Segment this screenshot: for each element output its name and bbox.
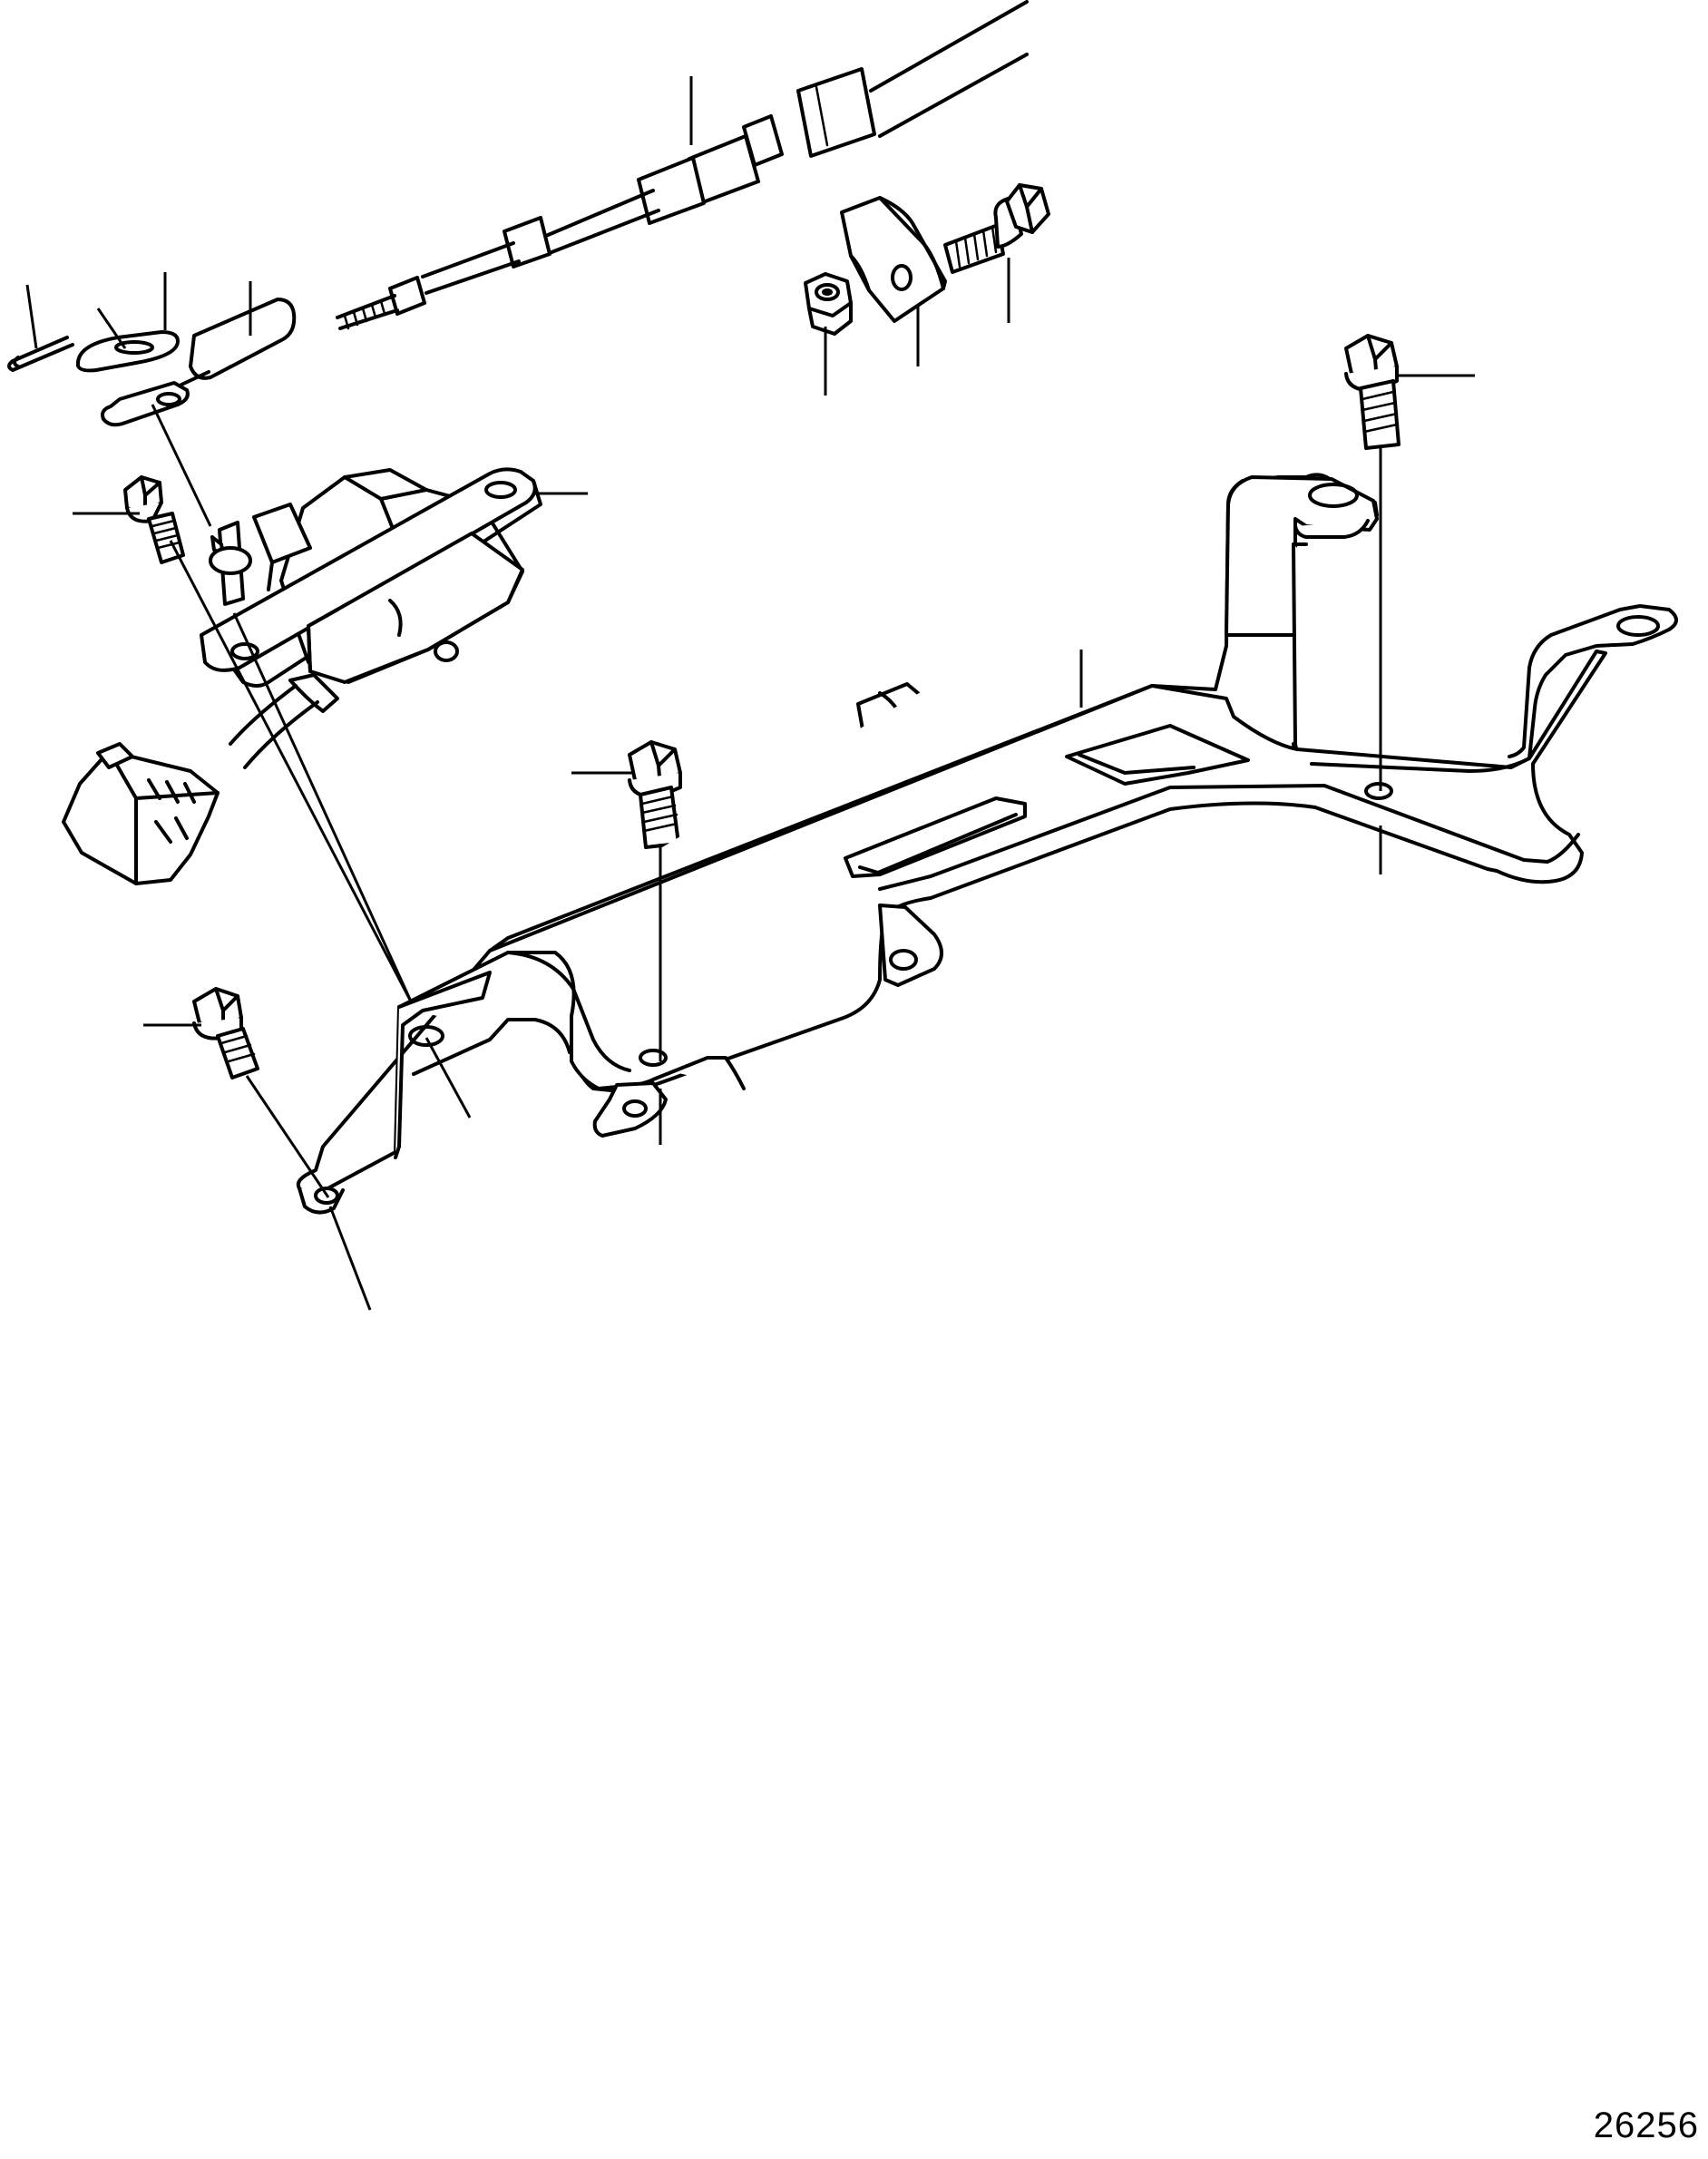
flange-bolt-icon	[123, 475, 185, 564]
leader-line	[328, 1206, 372, 1311]
mounting-bracket-icon	[296, 473, 1678, 1215]
flange-bolt-icon	[943, 183, 1050, 274]
flange-bolt-icon	[1344, 334, 1401, 450]
leader-line	[25, 284, 38, 349]
cable-end-fitting-icon	[101, 298, 297, 427]
cotter-pin-icon	[7, 336, 74, 372]
leader-line	[245, 1075, 330, 1198]
cable-clamp-icon	[840, 196, 947, 323]
leader-line	[425, 1037, 472, 1119]
control-cable-icon	[336, 0, 1029, 330]
flange-bolt-icon	[192, 987, 259, 1080]
leader-line	[169, 540, 414, 1004]
hex-nut-icon	[804, 272, 853, 336]
actuator-unit-icon	[62, 467, 542, 885]
washer-icon	[75, 330, 180, 373]
leader-line	[96, 308, 127, 349]
leader-line	[232, 612, 414, 1004]
figure-number: 26256	[1593, 2105, 1699, 2145]
leader-line	[151, 404, 212, 527]
flange-bolt-icon	[628, 740, 682, 849]
leader-lines	[25, 76, 1475, 1311]
